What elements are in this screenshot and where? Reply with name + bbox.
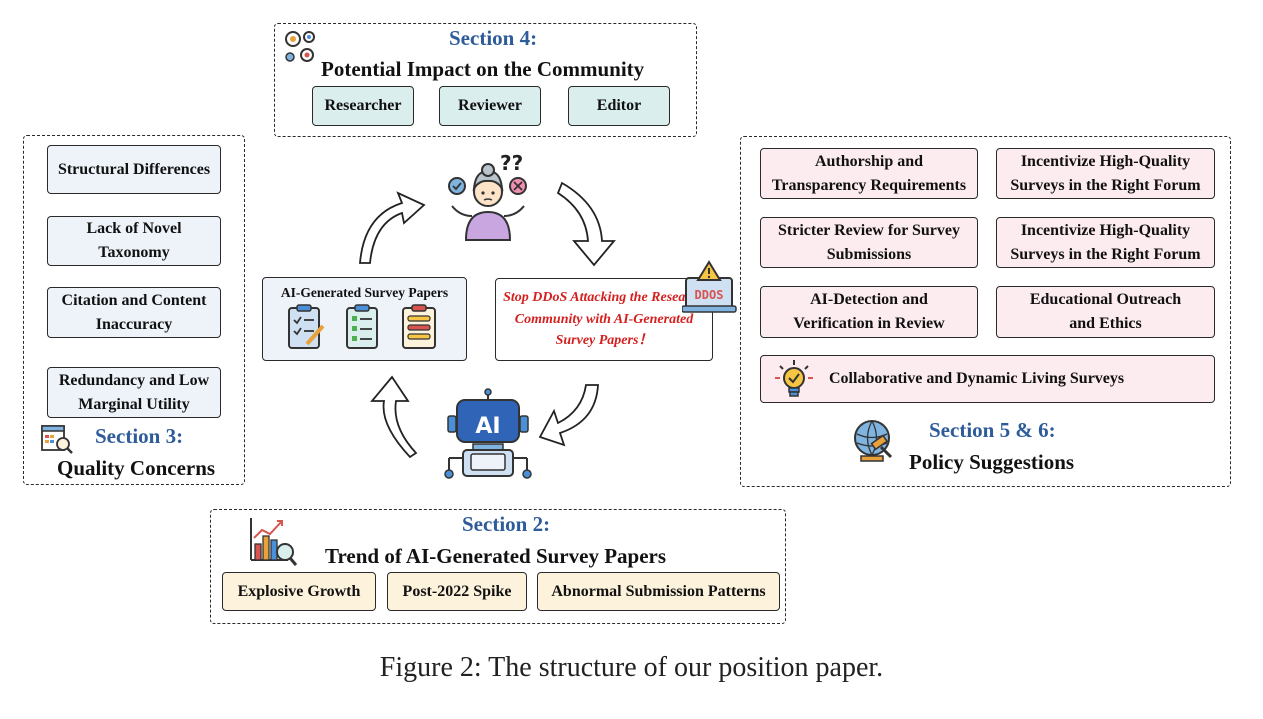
warning-icon: DDOS [682,260,737,313]
impact-researcher: Researcher [312,86,414,126]
policy-authorship: Authorship and Transparency Requirements [760,148,978,199]
curved-arrow-icons [359,181,616,459]
person-confused-icon: ?? [448,151,527,241]
section56-label: Section 5 & 6: [929,418,1056,442]
trend-abnormal-patterns: Abnormal Submission Patterns [537,572,780,611]
section4-title: Potential Impact on the Community [321,57,645,81]
concern-citation: Citation and Content Inaccuracy [47,287,221,338]
ddos-message: Stop DDoS Attacking the Research Communi… [503,289,705,349]
figure-caption: Figure 2: The structure of our position … [379,652,884,683]
section4-label: Section 4: [449,26,538,50]
concern-redundancy: Redundancy and Low Marginal Utility [47,367,221,418]
section2-panel [210,509,786,624]
policy-education: Educational Outreach and Ethics [996,286,1215,338]
clipboard-icons [288,304,436,349]
ddos-badge: DDOS [695,288,724,302]
ai-papers-label: AI-Generated Survey Papers [280,285,449,300]
section2-label: Section 2: [462,512,551,536]
section3-label: Section 3: [95,424,184,448]
ddos-panel: Stop DDoS Attacking the Research Communi… [495,278,713,361]
policy-stricter-review: Stricter Review for Survey Submissions [760,217,978,268]
policy-living-surveys-label: Collaborative and Dynamic Living Surveys [829,370,1125,387]
lightbulb-icon [775,360,813,397]
policy-incentivize-2: Incentivize High-Quality Surveys in the … [996,217,1215,268]
impact-reviewer: Reviewer [439,86,541,126]
policy-incentivize-1: Incentivize High-Quality Surveys in the … [996,148,1215,199]
section3-title: Quality Concerns [57,456,216,480]
concern-structural: Structural Differences [47,145,221,194]
section2-title: Trend of AI-Generated Survey Papers [325,544,667,568]
trend-post-2022: Post-2022 Spike [387,572,527,611]
growth-chart-icon [250,518,298,566]
section56-panel [740,136,1231,487]
policy-ai-detection: AI-Detection and Verification in Review [760,286,978,338]
gears-icon [285,31,315,62]
section56-title: Policy Suggestions [909,450,1075,474]
question-marks: ?? [500,151,523,175]
impact-editor: Editor [568,86,670,126]
policy-living-surveys: Collaborative and Dynamic Living Surveys [760,355,1215,403]
section3-panel [23,135,245,485]
trend-explosive-growth: Explosive Growth [222,572,376,611]
section4-panel [274,23,697,137]
ai-badge: AI [475,414,500,439]
globe-gavel-icon [854,420,893,462]
concern-taxonomy: Lack of Novel Taxonomy [47,216,221,266]
robot-icon: AI [444,388,532,479]
report-magnifier-icon [41,425,73,454]
